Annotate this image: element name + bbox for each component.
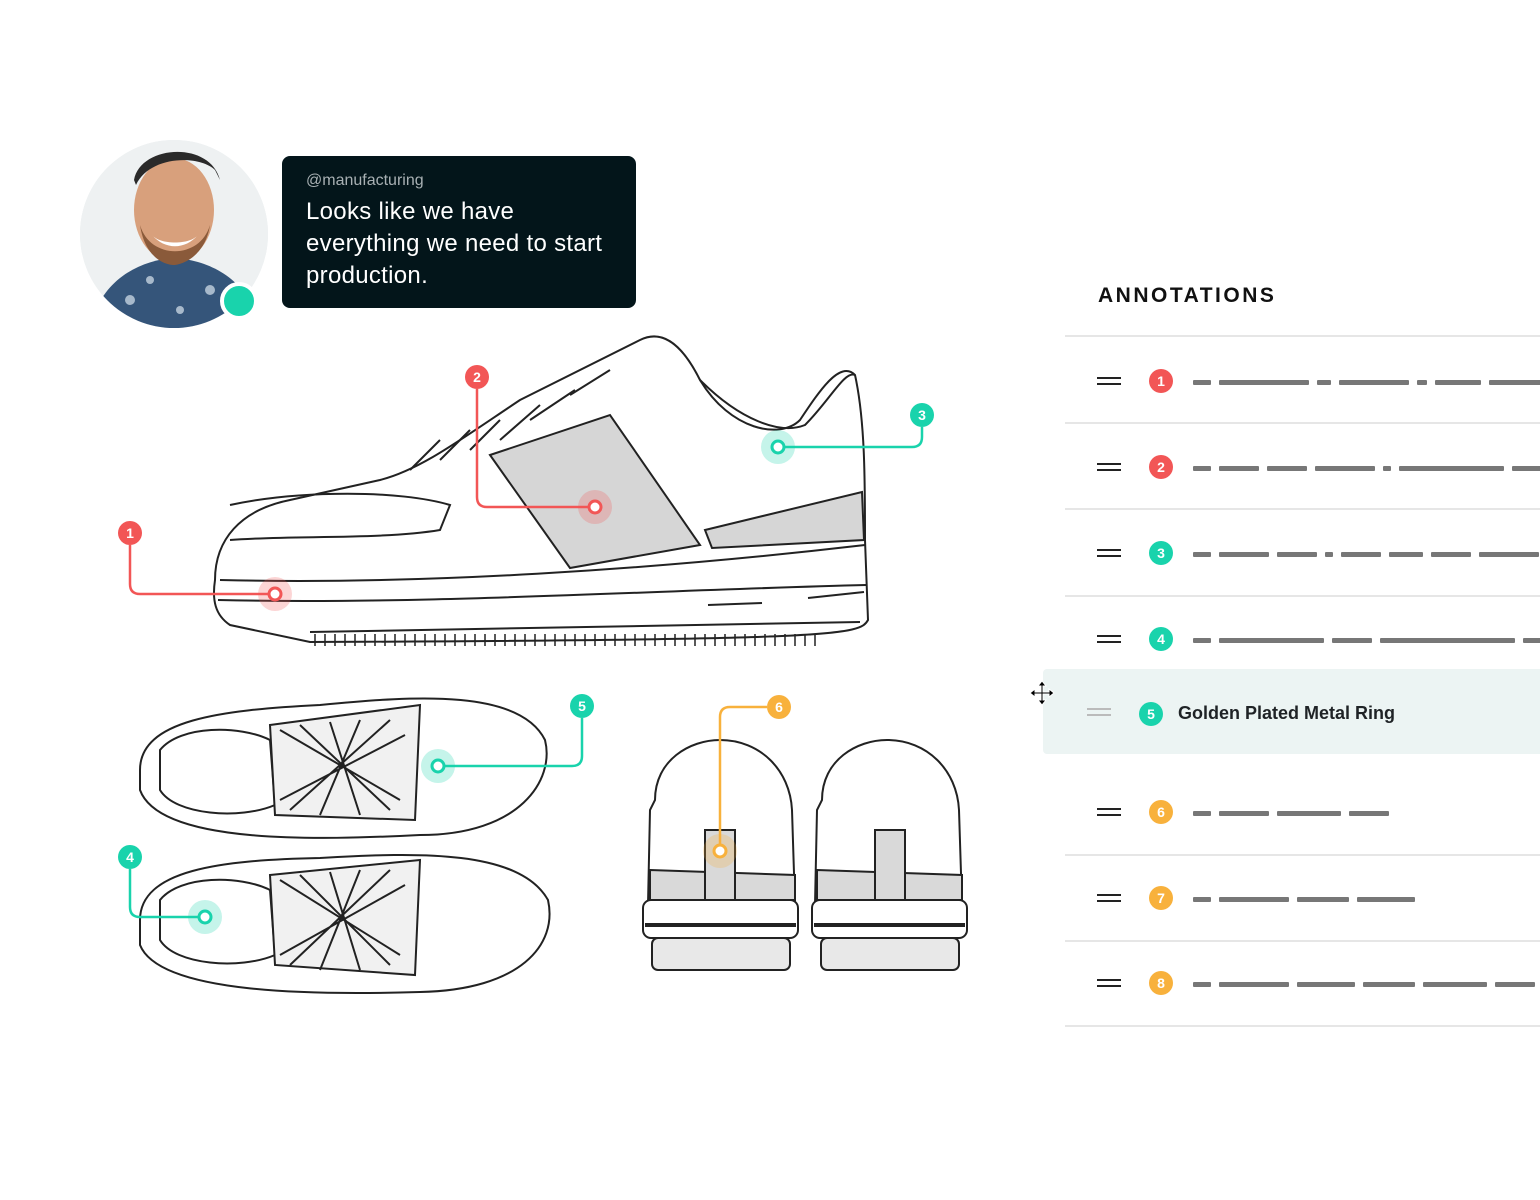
pin-3[interactable]: 3 xyxy=(910,403,934,427)
annotation-badge: 4 xyxy=(1149,627,1173,651)
annotation-badge: 3 xyxy=(1149,541,1173,565)
drag-handle-icon[interactable] xyxy=(1097,549,1121,557)
divider xyxy=(1065,335,1540,337)
hotspots xyxy=(188,430,795,934)
pin-1[interactable]: 1 xyxy=(118,521,142,545)
annotations-title: ANNOTATIONS xyxy=(1098,284,1277,307)
comment-message: Looks like we have everything we need to… xyxy=(306,198,603,289)
annotation-badge: 2 xyxy=(1149,455,1173,479)
annotation-badge: 8 xyxy=(1149,971,1173,995)
divider xyxy=(1065,422,1540,424)
avatar xyxy=(80,140,268,328)
drag-handle-icon[interactable] xyxy=(1097,377,1121,385)
placeholder-text xyxy=(1193,897,1415,902)
online-status-dot xyxy=(220,282,258,320)
connector-4 xyxy=(128,869,205,919)
connector-3 xyxy=(778,427,924,449)
annotation-badge: 7 xyxy=(1149,886,1173,910)
annotation-badge: 6 xyxy=(1149,800,1173,824)
top-view-shoes xyxy=(139,697,551,995)
divider xyxy=(1065,508,1540,510)
placeholder-text xyxy=(1193,380,1540,385)
connector-5 xyxy=(438,718,584,768)
pin-5[interactable]: 5 xyxy=(570,694,594,718)
connector-6 xyxy=(718,705,767,851)
divider xyxy=(1065,1025,1540,1027)
annotation-badge: 5 xyxy=(1139,702,1163,726)
sole-tread xyxy=(314,634,816,646)
placeholder-text xyxy=(1193,638,1540,643)
drag-handle-icon[interactable] xyxy=(1097,808,1121,816)
annotation-row-5-selected[interactable]: 5 Golden Plated Metal Ring xyxy=(1043,669,1540,754)
drag-handle-icon[interactable] xyxy=(1097,635,1121,643)
annotation-badge: 1 xyxy=(1149,369,1173,393)
pin-4[interactable]: 4 xyxy=(118,845,142,869)
comment-bubble: @manufacturing Looks like we have everyt… xyxy=(282,156,636,308)
drag-handle-icon[interactable] xyxy=(1097,894,1121,902)
drag-handle-icon[interactable] xyxy=(1097,463,1121,471)
divider xyxy=(1065,595,1540,597)
placeholder-text xyxy=(1193,466,1540,471)
divider xyxy=(1065,854,1540,856)
back-view-shoes xyxy=(642,738,968,971)
pin-2[interactable]: 2 xyxy=(465,365,489,389)
annotation-label: Golden Plated Metal Ring xyxy=(1178,703,1396,723)
divider xyxy=(1065,940,1540,942)
connector-1 xyxy=(128,545,275,596)
shoe-illustrations xyxy=(128,335,968,995)
placeholder-text xyxy=(1193,552,1539,557)
comment-handle: @manufacturing xyxy=(306,172,424,189)
side-view-shoe xyxy=(212,335,870,644)
placeholder-text xyxy=(1193,982,1535,987)
pin-6[interactable]: 6 xyxy=(767,695,791,719)
connector-2 xyxy=(475,389,595,509)
drag-handle-icon[interactable] xyxy=(1087,708,1111,716)
drag-handle-icon[interactable] xyxy=(1097,979,1121,987)
placeholder-text xyxy=(1193,811,1389,816)
move-cursor-icon xyxy=(1029,680,1055,711)
